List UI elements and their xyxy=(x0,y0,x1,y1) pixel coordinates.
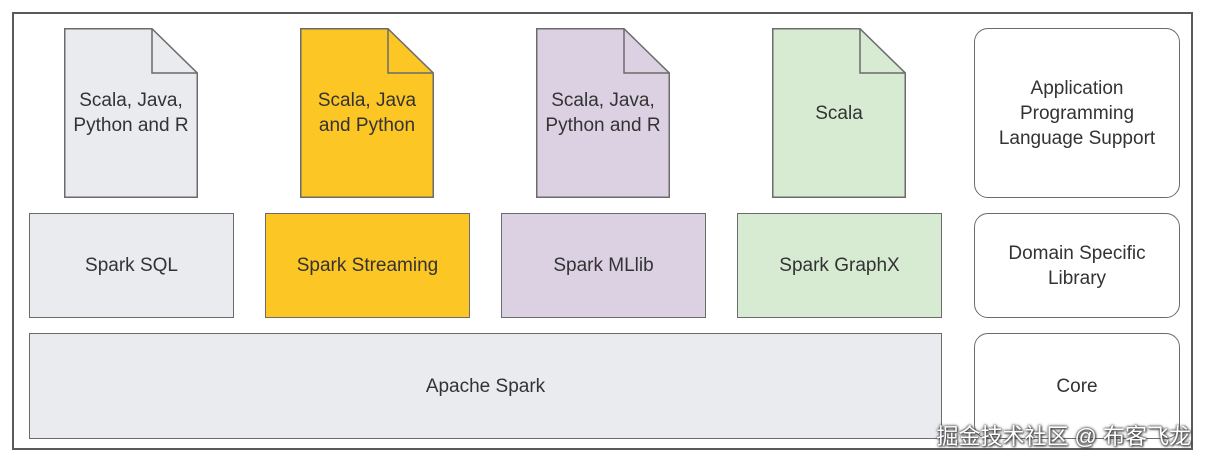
watermark-text: 掘金技术社区 @ 布客飞龙 xyxy=(936,424,1191,449)
language-doc-spark-graphx: Scala xyxy=(772,28,906,198)
language-support-text: Scala, Java, Python and R xyxy=(73,90,189,136)
document-icon xyxy=(536,28,670,198)
diagram-frame xyxy=(12,12,1193,450)
language-support-text: Scala xyxy=(815,102,863,124)
language-doc-spark-mllib: Scala, Java, Python and R xyxy=(536,28,670,198)
core-apache-spark: Apache Spark xyxy=(29,333,942,439)
library-spark-graphx: Spark GraphX xyxy=(737,213,942,318)
language-support-text: Scala, Java and Python xyxy=(317,90,417,136)
legend-api-support: Application Programming Language Support xyxy=(974,28,1180,198)
language-doc-spark-streaming: Scala, Java and Python xyxy=(300,28,434,198)
legend-core: Core xyxy=(974,333,1180,439)
library-spark-streaming: Spark Streaming xyxy=(265,213,470,318)
document-icon xyxy=(64,28,198,198)
language-support-text: Scala, Java, Python and R xyxy=(545,90,661,136)
library-spark-sql: Spark SQL xyxy=(29,213,234,318)
language-doc-spark-sql: Scala, Java, Python and R xyxy=(64,28,198,198)
legend-domain-library: Domain Specific Library xyxy=(974,213,1180,318)
document-icon xyxy=(772,28,906,198)
library-spark-mllib: Spark MLlib xyxy=(501,213,706,318)
document-icon xyxy=(300,28,434,198)
